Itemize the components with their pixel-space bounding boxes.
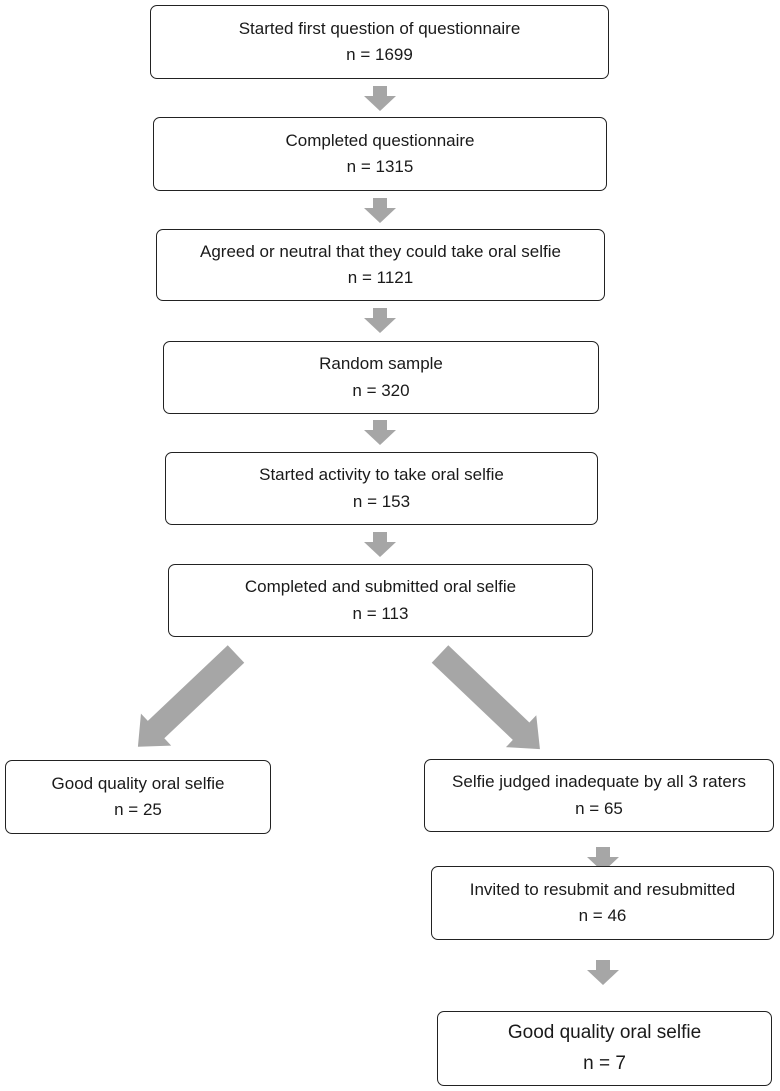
flow-box-good-quality-resubmitted: Good quality oral selfie n = 7 bbox=[437, 1011, 772, 1086]
diagonal-arrow-left bbox=[137, 645, 245, 747]
box-count: n = 113 bbox=[352, 603, 409, 623]
box-count: n = 46 bbox=[578, 906, 627, 925]
box-count: n = 65 bbox=[575, 798, 623, 818]
flow-box-invited-resubmit: Invited to resubmit and resubmitted n = … bbox=[431, 866, 774, 940]
down-arrow-7 bbox=[587, 960, 619, 985]
box-count: n = 1699 bbox=[346, 45, 413, 64]
flow-box-started-activity: Started activity to take oral selfie n =… bbox=[165, 452, 598, 525]
down-arrow-5 bbox=[364, 532, 396, 557]
box-label: Agreed or neutral that they could take o… bbox=[200, 241, 561, 261]
down-arrow-2 bbox=[364, 198, 396, 223]
flow-box-completed-submitted: Completed and submitted oral selfie n = … bbox=[168, 564, 593, 637]
box-label: Selfie judged inadequate by all 3 raters bbox=[452, 772, 746, 792]
box-count: n = 320 bbox=[352, 380, 410, 400]
box-count: n = 153 bbox=[352, 491, 411, 511]
box-count: n = 7 bbox=[583, 1052, 626, 1074]
flow-box-started-questionnaire: Started first question of questionnaire … bbox=[150, 5, 609, 79]
box-label: Started first question of questionnaire bbox=[238, 18, 521, 38]
down-arrow-1 bbox=[364, 86, 396, 111]
box-label: Good quality oral selfie bbox=[507, 1022, 702, 1044]
box-count: n = 25 bbox=[114, 800, 162, 819]
box-label: Invited to resubmit and resubmitted bbox=[469, 879, 736, 899]
box-label: Completed questionnaire bbox=[285, 130, 475, 150]
flow-box-completed-questionnaire: Completed questionnaire n = 1315 bbox=[153, 117, 607, 191]
box-count: n = 1315 bbox=[346, 157, 414, 176]
flow-box-good-quality-first: Good quality oral selfie n = 25 bbox=[5, 760, 271, 834]
flow-box-random-sample: Random sample n = 320 bbox=[163, 341, 599, 414]
flow-box-judged-inadequate: Selfie judged inadequate by all 3 raters… bbox=[424, 759, 774, 832]
diagonal-arrow-right bbox=[431, 645, 540, 750]
flow-box-agreed-or-neutral: Agreed or neutral that they could take o… bbox=[156, 229, 605, 301]
down-arrow-3 bbox=[364, 308, 396, 333]
box-count: n = 1121 bbox=[347, 268, 414, 287]
box-label: Good quality oral selfie bbox=[51, 773, 225, 793]
box-label: Started activity to take oral selfie bbox=[259, 465, 504, 485]
box-label: Random sample bbox=[319, 354, 443, 374]
box-label: Completed and submitted oral selfie bbox=[244, 577, 517, 597]
down-arrow-6 bbox=[587, 847, 619, 872]
down-arrow-4 bbox=[364, 420, 396, 445]
